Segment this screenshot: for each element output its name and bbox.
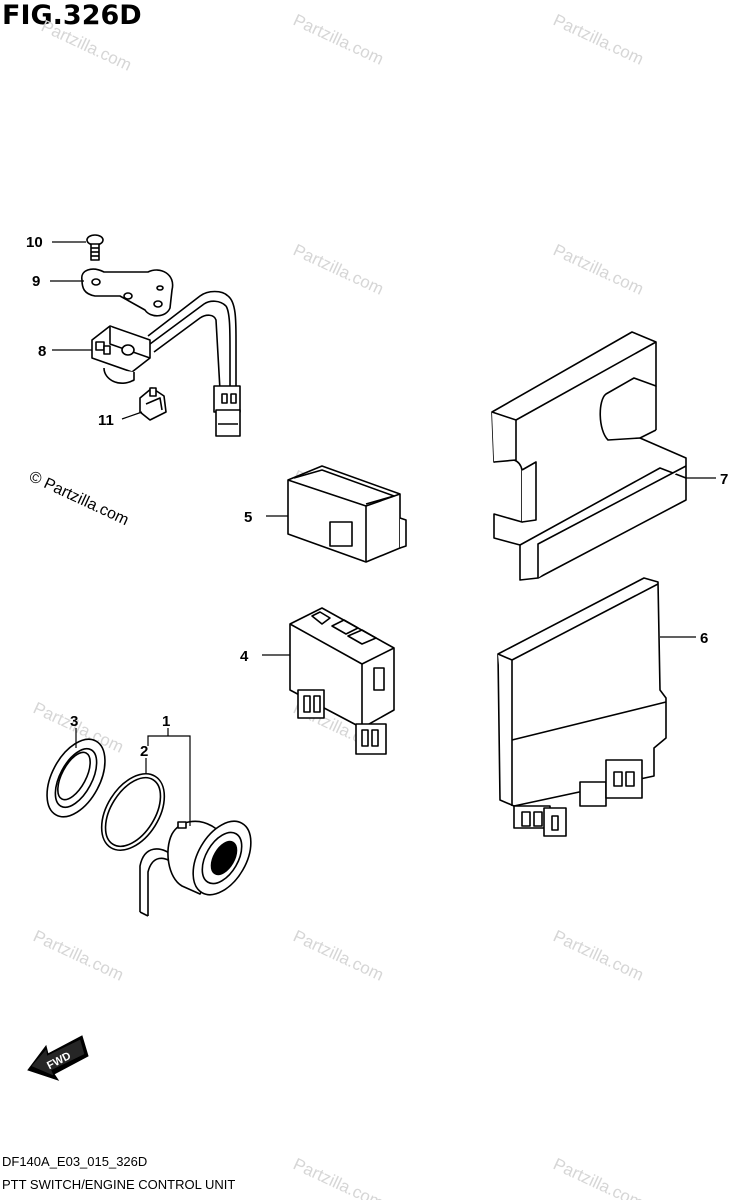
watermark: Partzilla.com (290, 926, 386, 984)
watermark: Partzilla.com (550, 1154, 646, 1200)
part-11-clip (139, 387, 167, 421)
watermark: Partzilla.com (290, 240, 386, 298)
watermark-prominent: © Partzilla.com (26, 468, 131, 529)
part-8-switch (91, 325, 151, 384)
figure-title: FIG.326D (2, 0, 142, 31)
part-1-ptt-switch (139, 820, 252, 917)
callout-7: 7 (720, 471, 728, 488)
callout-10: 10 (26, 234, 43, 251)
callout-9: 9 (32, 273, 40, 290)
watermark: Partzilla.com (38, 16, 134, 74)
diagram-code: DF140A_E03_015_326D (2, 1154, 148, 1169)
callout-11: 11 (98, 412, 114, 429)
callout-6: 6 (700, 630, 708, 647)
watermark: Partzilla.com (550, 926, 646, 984)
part-5-cover-box (287, 465, 407, 563)
fwd-arrow-icon: FWD (27, 1035, 89, 1081)
watermark: Partzilla.com (290, 10, 386, 68)
callout-4: 4 (240, 648, 249, 665)
callout-5: 5 (244, 509, 252, 526)
callout-8: 8 (38, 343, 46, 360)
part-10-bolt (86, 234, 104, 261)
part-7-cover (491, 331, 687, 581)
callout-1: 1 (162, 713, 170, 730)
callout-3: 3 (70, 713, 78, 730)
watermark: Partzilla.com (30, 926, 126, 984)
watermark: Partzilla.com (550, 10, 646, 68)
part-4-relay-unit (289, 607, 395, 755)
diagram-description: PTT SWITCH/ENGINE CONTROL UNIT (2, 1177, 236, 1192)
watermark: Partzilla.com (290, 1154, 386, 1200)
harness-wires (147, 290, 241, 437)
part-6-ecu (497, 577, 667, 837)
callouts: 10 9 8 11 5 4 6 7 3 2 1 (26, 234, 728, 760)
part-2-o-ring (100, 773, 166, 851)
watermark-layer: Partzilla.com Partzilla.com Partzilla.co… (26, 10, 646, 1200)
watermark: Partzilla.com (550, 240, 646, 298)
part-9-bracket (81, 268, 174, 317)
part-3-bezel (46, 738, 106, 818)
callout-2: 2 (140, 743, 148, 760)
leader-lines (50, 241, 716, 826)
